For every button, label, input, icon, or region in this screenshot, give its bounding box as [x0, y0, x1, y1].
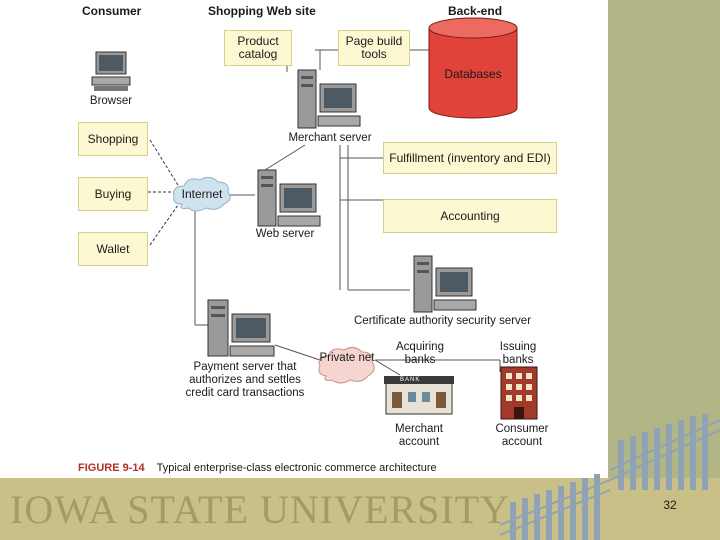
internet-cloud-icon — [173, 176, 231, 212]
database-label: Databases — [444, 67, 502, 81]
box-fulfillment: Fulfillment (inventory and EDI) — [383, 142, 557, 174]
column-header-shopping: Shopping Web site — [208, 4, 316, 18]
payment-server-icon — [207, 299, 275, 357]
connector-lines — [148, 49, 501, 376]
browser-label: Browser — [89, 95, 133, 107]
merchant-server-icon — [297, 69, 361, 129]
merchant-server-label: Merchant server — [288, 132, 372, 144]
right-decorative-band — [608, 0, 720, 540]
internet-label: Internet — [181, 187, 223, 201]
web-server-label: Web server — [255, 228, 315, 240]
figure-number: FIGURE 9-14 — [78, 462, 145, 474]
merchant-account-label: Merchant account — [395, 423, 443, 448]
box-shopping: Shopping — [78, 122, 148, 156]
certificate-server-label: Certificate authority security server — [354, 315, 532, 327]
issuing-bank-icon — [500, 366, 538, 420]
box-wallet: Wallet — [78, 232, 148, 266]
payment-server-label: Payment server that authorizes and settl… — [185, 361, 305, 399]
box-buying: Buying — [78, 177, 148, 211]
figure-caption-text: Typical enterprise-class electronic comm… — [156, 462, 437, 474]
database-icon — [428, 17, 518, 119]
private-net-label: Private net — [319, 352, 375, 364]
box-wallet-label: Wallet — [96, 241, 130, 256]
column-header-backend: Back-end — [448, 4, 503, 18]
box-accounting-label: Accounting — [440, 208, 500, 223]
university-wordmark: IOWA STATE UNIVERSITY — [10, 487, 510, 532]
box-fulfillment-label: Fulfillment (inventory and EDI) — [389, 150, 551, 165]
acquiring-banks-label: Acquiring banks — [396, 341, 444, 366]
certificate-server-icon — [413, 255, 477, 313]
box-product-catalog: Product catalog — [224, 30, 292, 66]
issuing-banks-label: Issuing banks — [499, 341, 537, 366]
web-server-icon — [257, 169, 321, 227]
box-accounting: Accounting — [383, 199, 557, 233]
box-shopping-label: Shopping — [87, 131, 139, 146]
private-net-cloud-icon — [318, 346, 375, 384]
building-graphic-icon — [499, 414, 720, 540]
box-page-build-tools: Page build tools — [338, 30, 410, 66]
box-product-catalog-label: Product catalog — [237, 34, 279, 61]
slide-number: 32 — [663, 498, 677, 512]
bank-sign-label: BANK — [400, 377, 421, 383]
column-header-consumer: Consumer — [82, 4, 142, 18]
acquiring-bank-icon — [384, 376, 454, 415]
box-page-build-tools-label: Page build tools — [345, 34, 403, 61]
consumer-account-label: Consumer account — [495, 423, 549, 448]
browser-computer-icon — [91, 51, 131, 91]
figure-caption: FIGURE 9-14 Typical enterprise-class elec… — [78, 462, 437, 474]
box-buying-label: Buying — [94, 186, 132, 201]
